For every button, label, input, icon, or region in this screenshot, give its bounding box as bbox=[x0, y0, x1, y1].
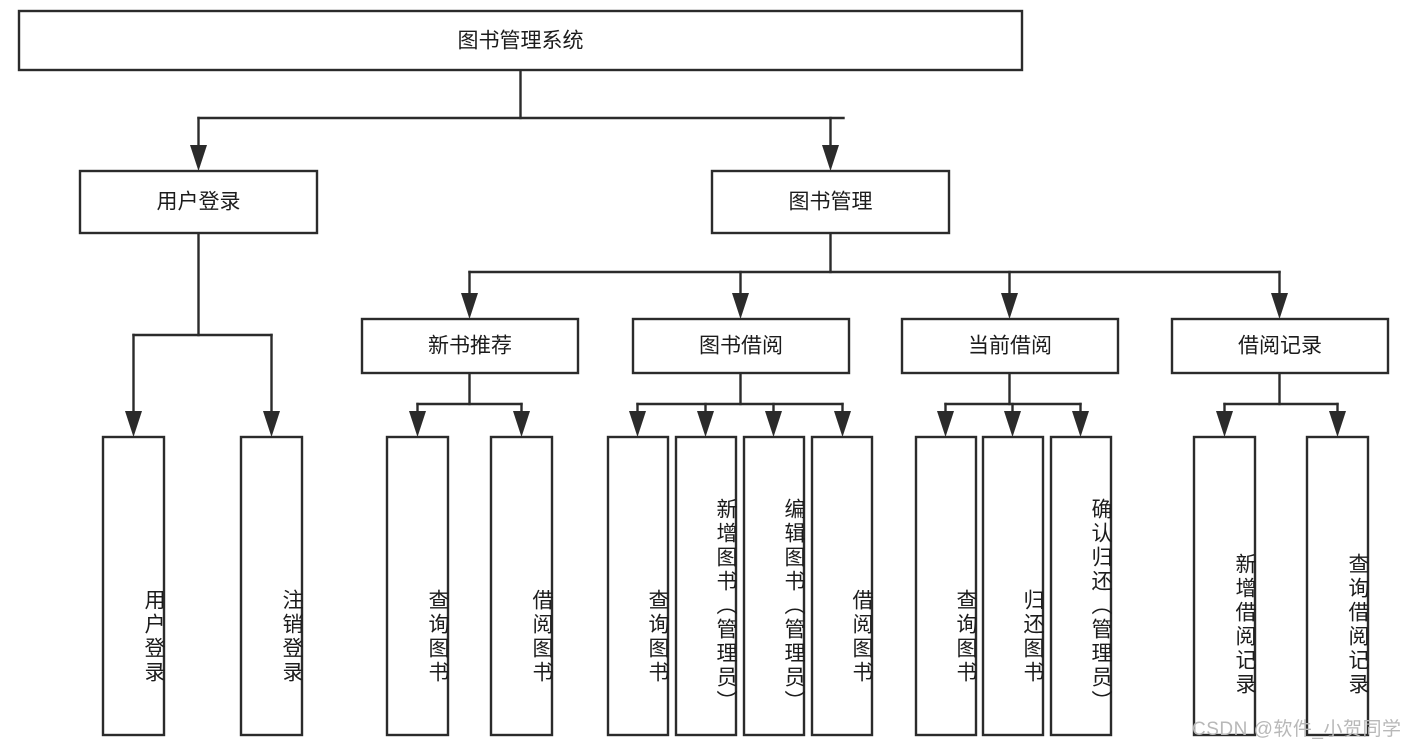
leaf-box-book-borrow-4[interactable] bbox=[810, 435, 874, 737]
connector-group-bookmanage bbox=[461, 231, 1288, 319]
leaf-box-current-borrow-2[interactable] bbox=[981, 435, 1045, 737]
arrow-head-newbook bbox=[461, 293, 478, 319]
arrow-head-bb-leaf1 bbox=[629, 411, 646, 437]
node-label-borrow-record: 借阅记录 bbox=[1238, 335, 1322, 358]
arrow-head-cb-leaf2 bbox=[1004, 411, 1021, 437]
connector-group-userlogin bbox=[125, 231, 280, 437]
arrow-head-cb-leaf1 bbox=[937, 411, 954, 437]
arrow-head-bookmanage bbox=[822, 145, 839, 171]
leaf-box-current-borrow-3[interactable] bbox=[1049, 435, 1113, 737]
node-box-borrow-record[interactable] bbox=[1170, 317, 1390, 375]
node-label-book-borrow: 图书借阅 bbox=[699, 335, 783, 358]
node-label-new-book-rec: 新书推荐 bbox=[428, 335, 512, 358]
leaf-boxes-user-login bbox=[101, 435, 304, 737]
leaf-box-book-borrow-3[interactable] bbox=[742, 435, 806, 737]
arrow-head-newbook-leaf2 bbox=[513, 411, 530, 437]
leaf-box-user-login-2[interactable] bbox=[239, 435, 304, 737]
arrow-head-borrowrecord bbox=[1271, 293, 1288, 319]
leaf-boxes-book-borrow bbox=[606, 435, 874, 737]
arrow-head-br-leaf1 bbox=[1216, 411, 1233, 437]
connector-group-borrowrecord bbox=[1216, 371, 1346, 437]
arrow-head-bb-leaf3 bbox=[765, 411, 782, 437]
arrow-head-bb-leaf4 bbox=[834, 411, 851, 437]
node-box-book-borrow[interactable] bbox=[631, 317, 851, 375]
leaf-box-current-borrow-1[interactable] bbox=[914, 435, 978, 737]
node-box-book-manage[interactable] bbox=[710, 169, 951, 235]
leaf-box-borrow-record-2[interactable] bbox=[1305, 435, 1370, 737]
connector-group-bookborrow bbox=[629, 371, 851, 437]
connector-group-newbook bbox=[409, 371, 530, 437]
arrow-head-userlogin-leaf2 bbox=[263, 411, 280, 437]
node-box-current-borrow[interactable] bbox=[900, 317, 1120, 375]
node-label-book-manage: 图书管理 bbox=[789, 191, 873, 214]
arrow-head-cb-leaf3 bbox=[1072, 411, 1089, 437]
leaf-box-book-borrow-2[interactable] bbox=[674, 435, 738, 737]
leaf-box-new-book-rec-1[interactable] bbox=[385, 435, 450, 737]
leaf-boxes-new-book-rec bbox=[385, 435, 554, 737]
node-box-user-login[interactable] bbox=[78, 169, 319, 235]
leaf-boxes-borrow-record bbox=[1192, 435, 1370, 737]
connector-group-root bbox=[190, 68, 845, 171]
arrow-head-userlogin-leaf1 bbox=[125, 411, 142, 437]
node-box-root[interactable] bbox=[17, 9, 1024, 72]
leaf-box-borrow-record-1[interactable] bbox=[1192, 435, 1257, 737]
node-label-user-login: 用户登录 bbox=[157, 191, 241, 214]
arrow-head-bookborrow bbox=[732, 293, 749, 319]
arrow-head-br-leaf2 bbox=[1329, 411, 1346, 437]
leaf-boxes-current-borrow bbox=[914, 435, 1113, 737]
node-label-root: 图书管理系统 bbox=[458, 30, 584, 53]
node-box-new-book-rec[interactable] bbox=[360, 317, 580, 375]
leaf-box-book-borrow-1[interactable] bbox=[606, 435, 670, 737]
arrow-head-currentborrow bbox=[1001, 293, 1018, 319]
leaf-box-new-book-rec-2[interactable] bbox=[489, 435, 554, 737]
node-label-current-borrow: 当前借阅 bbox=[968, 335, 1052, 358]
connector-group-currentborrow bbox=[937, 371, 1089, 437]
arrow-head-newbook-leaf1 bbox=[409, 411, 426, 437]
arrow-head-bb-leaf2 bbox=[697, 411, 714, 437]
leaf-box-user-login-1[interactable] bbox=[101, 435, 166, 737]
csdn-watermark: CSDN @软件_小贺同学 bbox=[1192, 719, 1402, 740]
arrow-head-userlogin bbox=[190, 145, 207, 171]
